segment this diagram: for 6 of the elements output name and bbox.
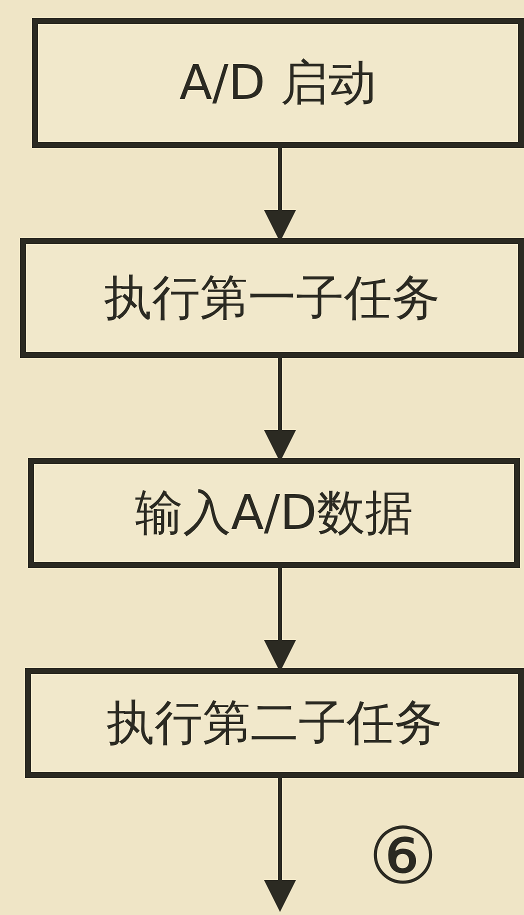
process-box: A/D 启动 xyxy=(32,18,524,148)
callout-number: ⑥ xyxy=(368,818,438,896)
process-box: 执行第一子任务 xyxy=(20,238,524,358)
process-box: 执行第二子任务 xyxy=(25,668,524,778)
arrow xyxy=(264,778,296,912)
process-box: 输入A/D数据 xyxy=(28,458,520,568)
